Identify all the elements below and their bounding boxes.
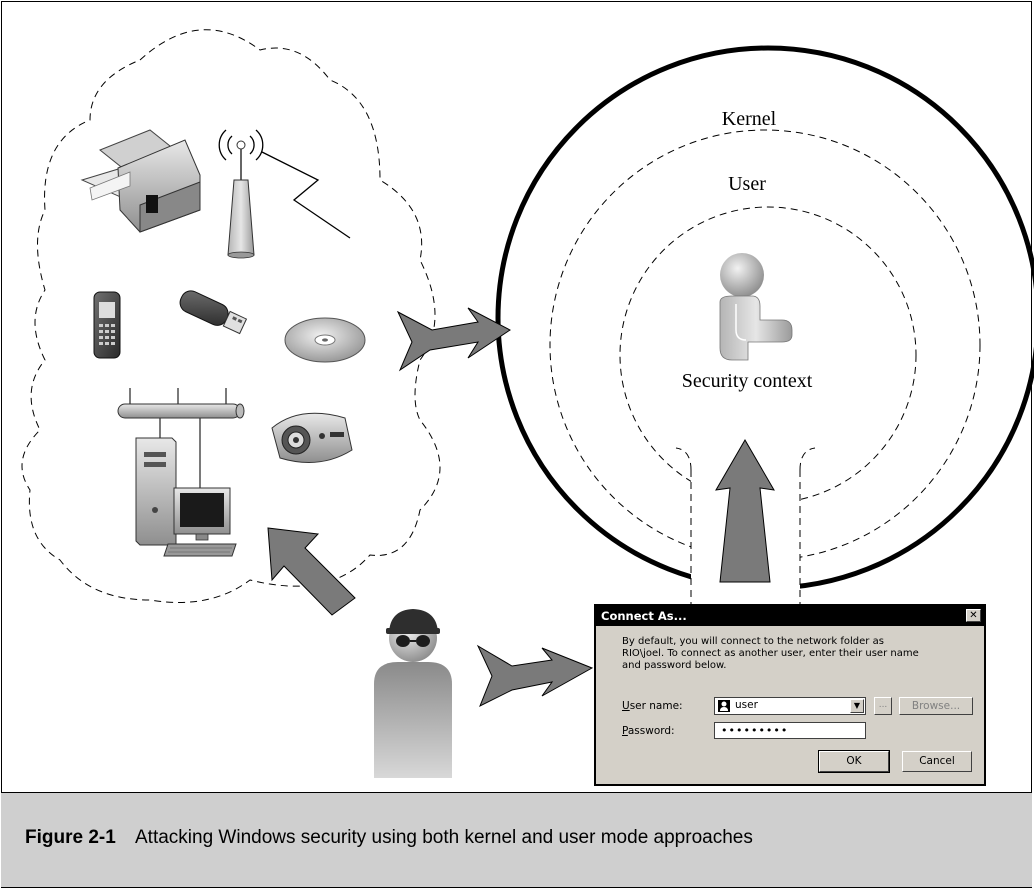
user-name-combobox[interactable]: user ▼	[714, 697, 866, 715]
arrow-devices-to-kernel	[396, 307, 511, 372]
dialog-message: By default, you will connect to the netw…	[622, 636, 919, 671]
arrow-attacker-to-dialog	[476, 644, 594, 708]
mobile-phone-icon	[93, 291, 121, 359]
network-bus-icon	[117, 388, 245, 490]
cancel-button[interactable]: Cancel	[902, 751, 972, 772]
wireless-access-point-icon	[218, 129, 351, 259]
kernel-label: Kernel	[722, 108, 777, 130]
password-field[interactable]: •••••••••	[714, 722, 866, 739]
ok-button[interactable]: OK	[818, 750, 890, 773]
user-account-icon	[718, 700, 730, 712]
browse-button[interactable]: Browse...	[899, 697, 973, 715]
password-label: Password:	[622, 725, 675, 737]
attacker-icon	[374, 609, 452, 778]
connect-as-dialog: Connect As... ✕ By default, you will con…	[594, 604, 986, 786]
figure-caption: Attacking Windows security using both ke…	[135, 827, 753, 848]
dialog-close-button[interactable]: ✕	[966, 609, 981, 622]
ellipsis-button[interactable]: ...	[874, 697, 892, 715]
wireless-signal-bolt	[261, 151, 351, 239]
figure-number: Figure 2-1	[25, 827, 116, 848]
user-person-icon	[719, 253, 793, 361]
projector-icon	[271, 412, 353, 463]
desktop-computer-icon	[135, 437, 237, 557]
dialog-title-bar[interactable]: Connect As...	[596, 606, 984, 626]
user-name-value: user	[735, 699, 758, 711]
arrow-up-to-security-context	[715, 439, 775, 583]
security-context-label: Security context	[682, 370, 813, 392]
printer-icon	[80, 129, 201, 233]
arrow-attacker-to-devices	[267, 527, 356, 616]
chevron-down-icon[interactable]: ▼	[850, 699, 864, 713]
usb-drive-icon	[179, 290, 248, 335]
diagram-canvas: Kernel User Security context	[21, 29, 1034, 778]
user-label: User	[728, 173, 766, 195]
figure-caption-bar: Figure 2-1 Attacking Windows security us…	[1, 792, 1032, 888]
cd-disc-icon	[284, 317, 366, 363]
user-name-label: User name:	[622, 700, 683, 712]
dialog-title: Connect As...	[601, 609, 687, 623]
device-cloud	[21, 29, 441, 603]
